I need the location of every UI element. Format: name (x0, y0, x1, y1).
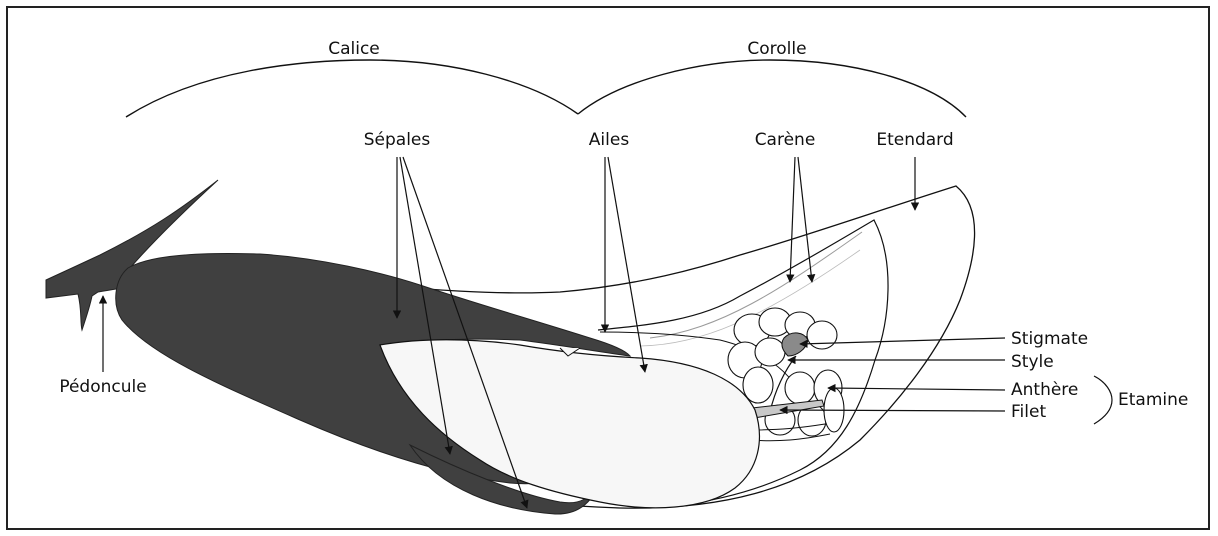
label-ailes: Ailes (589, 130, 630, 150)
label-pedoncule: Pédoncule (59, 377, 146, 397)
label-sepales: Sépales (364, 130, 431, 150)
label-stigmate: Stigmate (1011, 329, 1088, 349)
label-carene: Carène (755, 130, 816, 150)
label-filet: Filet (1011, 402, 1046, 422)
label-corolle: Corolle (747, 39, 806, 59)
label-calice: Calice (328, 39, 380, 59)
label-etendard: Etendard (876, 130, 953, 150)
label-etamine: Etamine (1118, 390, 1188, 410)
etamine-brace (1094, 376, 1112, 424)
label-anthere: Anthère (1011, 380, 1078, 400)
corolle-brace (578, 60, 966, 117)
calice-brace (126, 60, 578, 117)
label-style: Style (1011, 352, 1054, 372)
